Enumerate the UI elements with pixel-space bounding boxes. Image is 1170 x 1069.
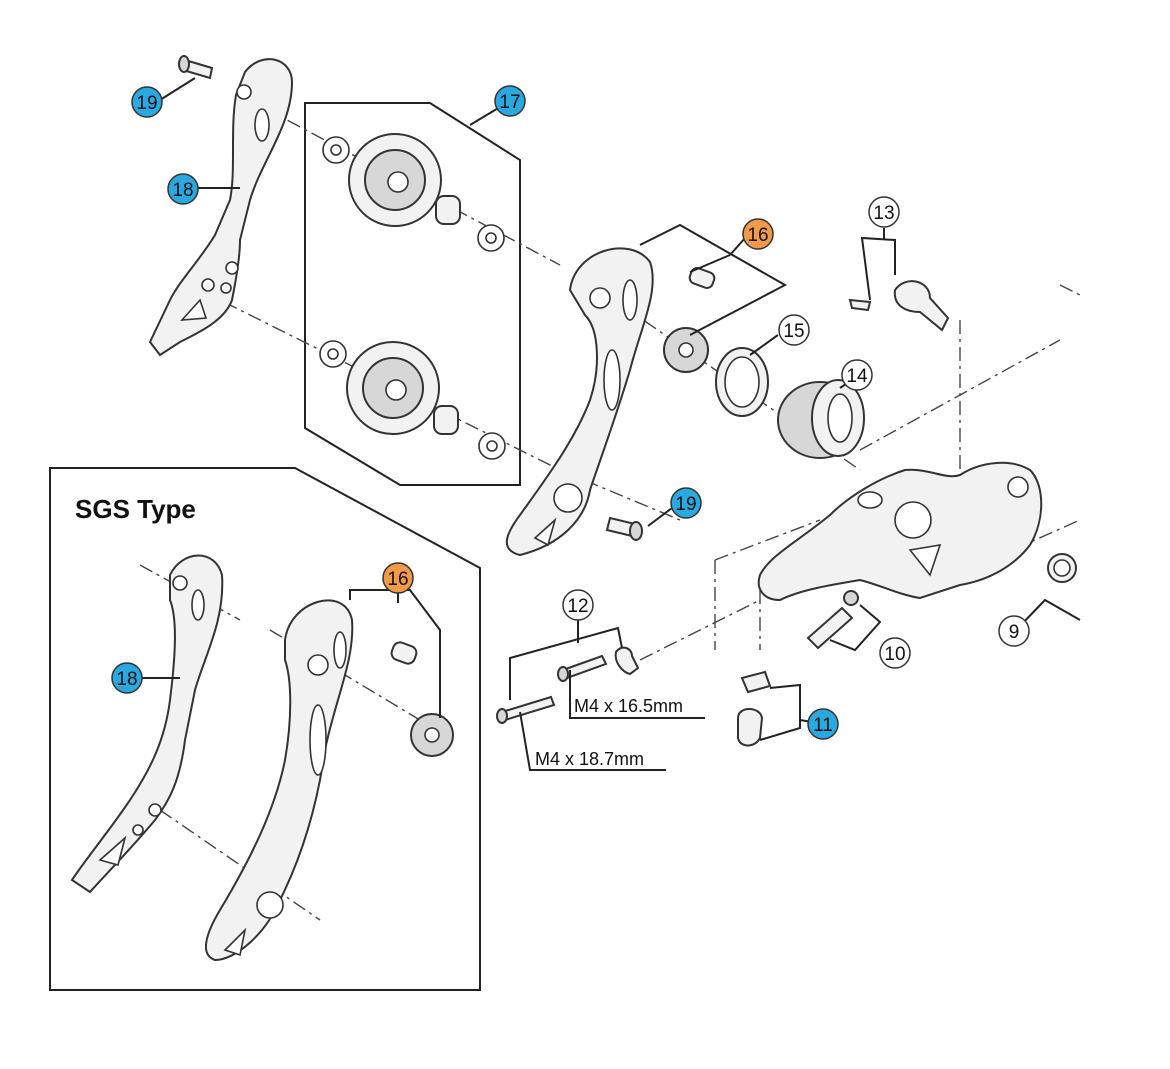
callout-17-label: 17 xyxy=(499,92,520,113)
ring-15-part xyxy=(715,347,769,417)
callout-18-inset[interactable]: 18 xyxy=(111,662,143,694)
bolts-12 xyxy=(496,646,640,724)
pulley-lower xyxy=(319,340,506,460)
callout-15[interactable]: 15 xyxy=(778,314,810,346)
derailleur-body-part xyxy=(757,461,1043,602)
callout-13-label: 13 xyxy=(873,203,894,224)
callout-18-top[interactable]: 18 xyxy=(167,173,199,205)
bolt-label-short: M4 x 16.5mm xyxy=(574,696,683,716)
bolt-label-long: M4 x 18.7mm xyxy=(535,749,644,769)
spring-14-part xyxy=(777,379,865,459)
callout-10[interactable]: 10 xyxy=(879,637,911,669)
pulley-upper xyxy=(322,133,505,252)
ring-9-part xyxy=(1047,553,1077,583)
bolt-10-part xyxy=(806,590,859,650)
callout-13[interactable]: 13 xyxy=(868,196,900,228)
callout-12-label: 12 xyxy=(567,596,588,617)
callout-12[interactable]: 12 xyxy=(562,589,594,621)
callout-9-label: 9 xyxy=(1009,622,1020,643)
callout-15-label: 15 xyxy=(783,321,804,342)
callout-10-label: 10 xyxy=(884,644,905,665)
callout-18-top-label: 18 xyxy=(172,180,193,201)
inset-title: SGS Type xyxy=(75,494,196,524)
callout-16-center[interactable]: 16 xyxy=(742,218,774,250)
inset-outer-plate xyxy=(204,599,454,962)
callout-11[interactable]: 11 xyxy=(807,708,839,740)
top-bolt-part xyxy=(178,55,214,80)
cage-bolt-19-part xyxy=(605,516,643,541)
pulley-group-box xyxy=(304,102,521,486)
callout-19-top-label: 19 xyxy=(136,93,157,114)
callout-19-center-label: 19 xyxy=(675,494,696,515)
callout-16-inset[interactable]: 16 xyxy=(382,562,414,594)
callout-16-inset-label: 16 xyxy=(387,569,408,590)
callout-17[interactable]: 17 xyxy=(494,85,526,117)
callout-9[interactable]: 9 xyxy=(998,615,1030,647)
bushing-part xyxy=(663,327,709,373)
outer-cage-plate xyxy=(505,247,654,557)
callout-11-label: 11 xyxy=(813,715,833,736)
inset-inner-plate xyxy=(70,554,224,894)
callout-19-center[interactable]: 19 xyxy=(670,487,702,519)
leader-lines xyxy=(140,77,1081,771)
callout-14[interactable]: 14 xyxy=(841,359,873,391)
parts-11 xyxy=(737,670,772,747)
adjust-bolt-13-part xyxy=(848,280,950,332)
callout-14-label: 14 xyxy=(846,366,868,387)
small-pin-part xyxy=(688,267,716,289)
sgs-type-inset: SGS Type xyxy=(49,467,481,991)
callout-19-top[interactable]: 19 xyxy=(131,86,163,118)
callout-16-center-label: 16 xyxy=(747,225,768,246)
callout-18-inset-label: 18 xyxy=(116,669,137,690)
inner-plate-part xyxy=(148,58,294,357)
